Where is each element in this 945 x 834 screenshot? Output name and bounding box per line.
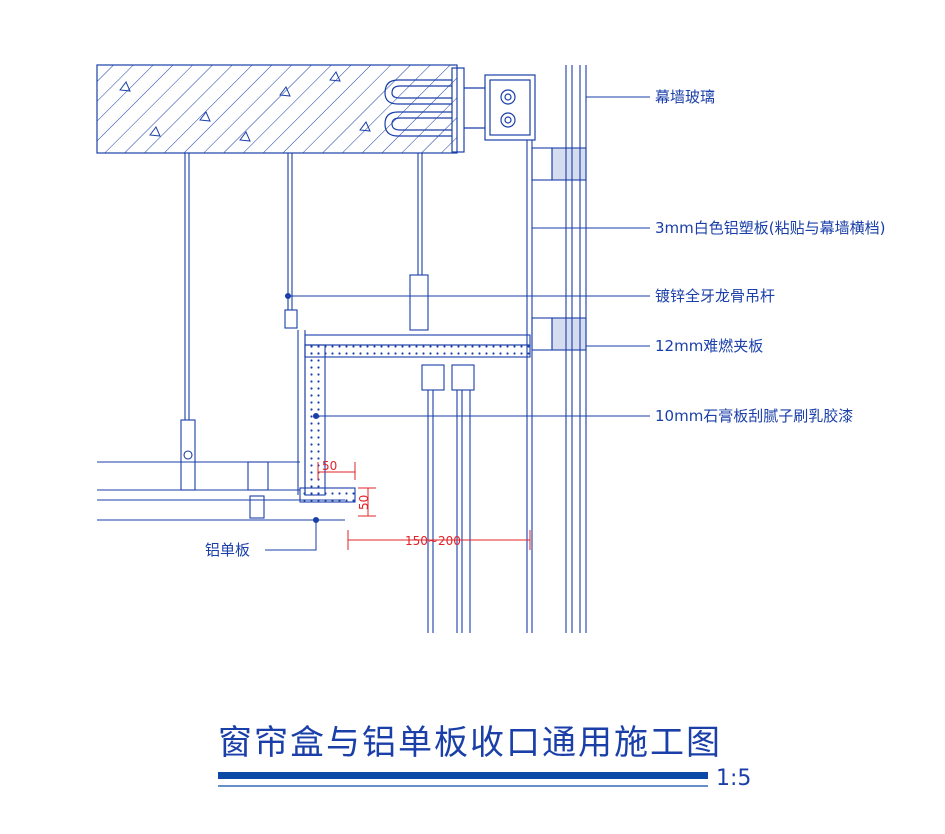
- curtain-box: [297, 330, 531, 633]
- dimension-span: 150~200: [405, 534, 461, 548]
- drawing-scale: 1:5: [716, 766, 751, 791]
- label-hanger-rod: 镀锌全牙龙骨吊杆: [655, 287, 775, 305]
- label-gypsum-board: 10mm石膏板刮腻子刷乳胶漆: [655, 407, 853, 425]
- aluminum-ceiling: [97, 461, 345, 524]
- curtain-wall: [526, 65, 587, 633]
- leader-lines: [265, 96, 650, 551]
- label-aluminum-plastic: 3mm白色铝塑板(粘贴与幕墙横档): [655, 219, 885, 237]
- dimension-width-50: 50: [322, 459, 337, 473]
- dimension-lines: [317, 462, 531, 550]
- label-fire-board: 12mm难燃夹板: [655, 337, 763, 355]
- anchor-bracket: [384, 67, 536, 153]
- dimension-height-50: 50: [357, 495, 371, 510]
- title-bar: [218, 772, 708, 779]
- concrete-slab: [96, 64, 458, 154]
- drawing-title: 窗帘盒与铝单板收口通用施工图: [218, 723, 722, 763]
- label-aluminum-panel: 铝单板: [205, 541, 250, 559]
- label-curtain-glass: 幕墙玻璃: [655, 88, 715, 106]
